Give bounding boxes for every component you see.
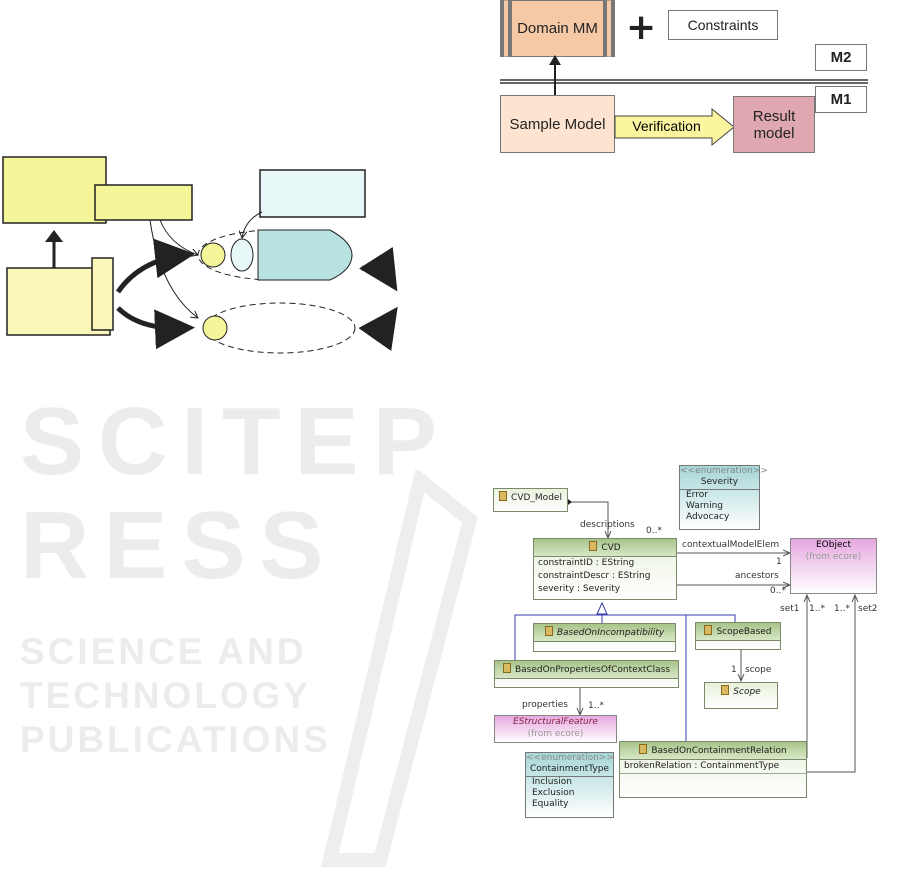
mult-set2: 1..* xyxy=(834,604,850,614)
plus-sign: + xyxy=(626,7,657,48)
uml-connectors xyxy=(514,499,900,773)
class-icon xyxy=(499,491,508,501)
label-scope: scope xyxy=(745,665,772,675)
class-based-on-containment: BasedOnContainmentRelation brokenRelatio… xyxy=(619,741,807,798)
metamodel-box xyxy=(2,156,107,224)
class-based-on-properties: BasedOnPropertiesOfContextClass xyxy=(494,660,679,688)
level-divider xyxy=(500,79,868,84)
mult-set1: 1..* xyxy=(809,604,825,614)
label-set1: set1 xyxy=(780,604,800,614)
m2-label: M2 xyxy=(815,44,867,71)
enum-severity: <<enumeration>> Severity Error Warning A… xyxy=(679,465,768,530)
mult-ancestors: 0..* xyxy=(770,586,786,596)
note-box xyxy=(94,184,193,221)
conforms-arrow xyxy=(554,60,556,96)
left-diagram xyxy=(2,156,398,354)
sample-model-box: Sample Model xyxy=(500,95,615,153)
domain-mm-box: Domain MM xyxy=(500,0,615,57)
blue-note xyxy=(259,169,366,218)
enum-containment-type: <<enumeration>> ContainmentType Inclusio… xyxy=(525,752,614,818)
label-set2: set2 xyxy=(858,604,878,614)
watermark-title: SCITEPRESS xyxy=(20,388,451,599)
label-properties: properties xyxy=(522,700,568,710)
watermark-logo xyxy=(321,470,478,867)
label-ancestors: ancestors xyxy=(735,571,779,581)
verification-arrow-shape xyxy=(614,108,735,146)
m1-label: M1 xyxy=(815,86,867,113)
mult-descriptions: 0..* xyxy=(646,526,662,536)
conforms-arrowhead xyxy=(549,55,561,65)
result-model-box: Result model xyxy=(733,96,815,153)
class-scope-based: ScopeBased xyxy=(695,622,781,650)
mult-contextual: 1 xyxy=(776,557,782,567)
class-cvd: CVD constraintID : EString constraintDes… xyxy=(533,538,677,600)
verification-arrow: Verification xyxy=(632,118,701,134)
class-eobject: EObject (from ecore) xyxy=(790,538,877,594)
label-contextual: contextualModelElem xyxy=(682,540,780,550)
watermark-subtitle: SCIENCE AND TECHNOLOGY PUBLICATIONS xyxy=(20,631,331,760)
constraints-note: Constraints xyxy=(668,10,778,40)
class-estructural-feature: EStructuralFeature (from ecore) xyxy=(494,715,617,743)
label-descriptions: descriptions xyxy=(580,520,635,530)
class-based-on-incompatibility: BasedOnIncompatibility xyxy=(533,623,676,652)
class-scope: Scope xyxy=(704,682,778,709)
class-cvd-model: CVD_Model xyxy=(493,488,568,512)
mult-scope: 1 xyxy=(731,665,737,675)
mult-properties: 1..* xyxy=(588,701,604,711)
